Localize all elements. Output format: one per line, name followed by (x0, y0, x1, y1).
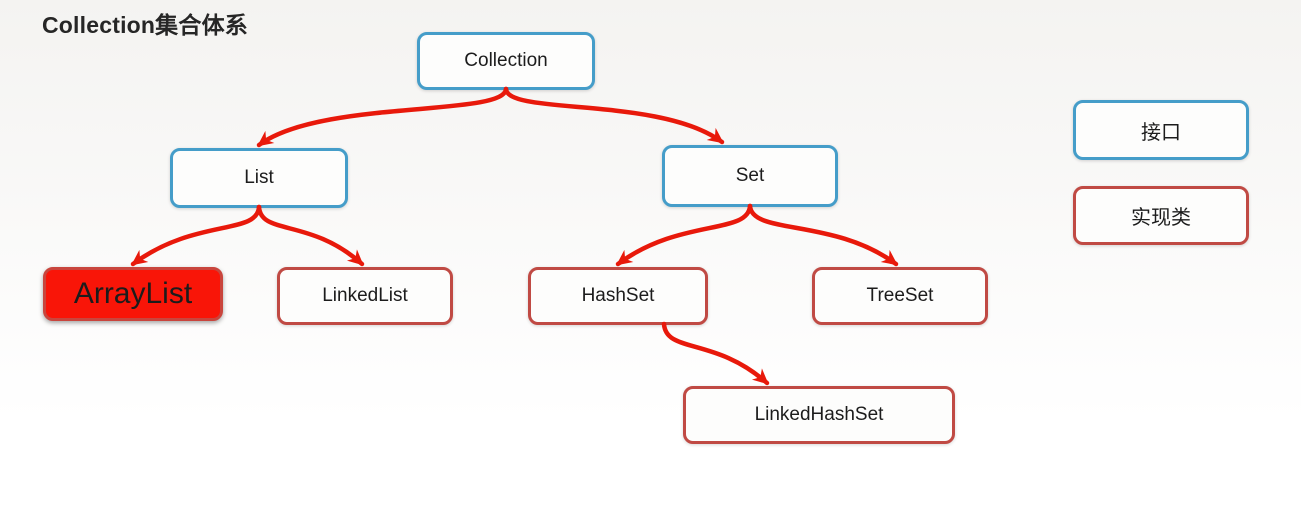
node-arraylist: ArrayList (43, 267, 223, 321)
arrow-set-to-hashset (615, 203, 753, 267)
node-list: List (170, 148, 348, 208)
arrow-hashset-to-linkedhashset (661, 321, 770, 386)
node-linkedlist: LinkedList (277, 267, 453, 325)
node-linkedhashset: LinkedHashSet (683, 386, 955, 444)
node-set: Set (662, 145, 838, 207)
node-collection: Collection (417, 32, 595, 90)
arrow-list-to-arraylist (130, 204, 262, 267)
legend-item-implementation: 实现类 (1073, 186, 1249, 245)
arrow-collection-to-set (503, 86, 725, 145)
page-title: Collection集合体系 (42, 12, 248, 38)
arrow-collection-to-list (256, 86, 509, 148)
arrow-list-to-linkedlist (256, 204, 365, 267)
legend-item-interface: 接口 (1073, 100, 1249, 160)
node-treeset: TreeSet (812, 267, 988, 325)
node-hashset: HashSet (528, 267, 708, 325)
arrow-set-to-treeset (747, 203, 899, 267)
